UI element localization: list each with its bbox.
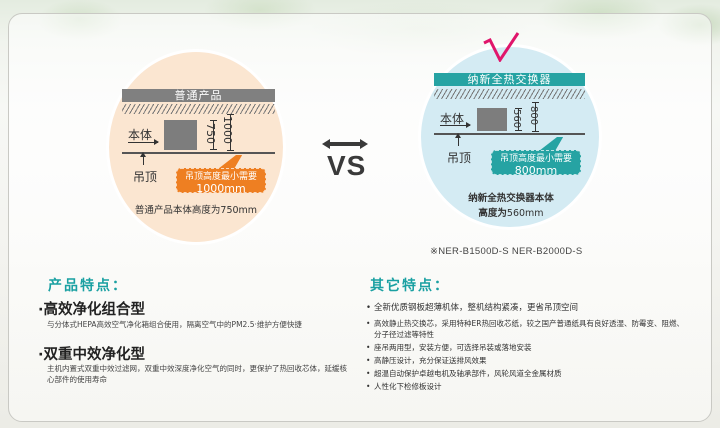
caption-label: 高度为 (478, 208, 507, 219)
list-item: 座吊两用型，安装方便，可选择吊装或落地安装 (366, 342, 686, 354)
unit-body-box (477, 108, 507, 131)
content-panel (8, 13, 712, 422)
heat-exchanger-caption-line1: 纳新全热交换器本体 (468, 193, 554, 204)
ceiling-hatch (122, 104, 275, 114)
ceiling-label: 吊顶 (133, 170, 158, 184)
heat-exchanger-caption-line2: 高度为560mm (455, 205, 567, 219)
callout-text: 吊顶高度最小需要 (499, 154, 572, 164)
body-label: 本体 (128, 128, 153, 142)
caption-value: 560mm (506, 208, 544, 219)
feature-description: 主机内置式双重中效过滤网，双重中效深度净化空气的同时，更保护了热回收芯体，延缓核… (47, 364, 347, 384)
body-height-value: 750 (204, 123, 217, 144)
list-item: 人性化下检修板设计 (366, 381, 686, 393)
other-features-title: 其它特点： (370, 278, 450, 294)
callout-value: 1000mm (196, 182, 246, 195)
body-height-dimension (210, 120, 217, 150)
unit-body-box (164, 120, 197, 150)
standard-product-title: 普通产品 (122, 89, 275, 102)
ceiling-arrow-icon (455, 133, 461, 146)
ceiling-hatch (434, 89, 585, 99)
callout-text: 吊顶高度最小需要 (184, 172, 257, 182)
product-features-title: 产品特点： (48, 278, 128, 294)
ceiling-arrow-icon (140, 152, 146, 165)
list-item: 高效静止热交换芯，采用特种ER热回收芯纸，较之国产普通纸具有良好透湿、防霉变、阻… (366, 318, 686, 341)
list-item: 高静压设计，充分保证送排风效果 (366, 355, 686, 367)
min-ceiling-callout: 吊顶高度最小需要 1000mm (176, 168, 266, 195)
model-note: ※NER-B1500D-S NER-B2000D-S (430, 246, 583, 257)
body-height-dimension (515, 108, 522, 131)
double-arrow-icon (322, 139, 368, 149)
total-height-value: 1000 (221, 116, 234, 144)
ceiling-label: 吊顶 (447, 151, 472, 165)
heat-exchanger-title: 纳新全热交换器 (434, 73, 585, 86)
body-arrow-icon (128, 139, 159, 145)
body-arrow-icon (440, 122, 471, 128)
body-label: 本体 (440, 112, 465, 126)
total-height-dimension (532, 102, 539, 132)
ceiling-line (122, 152, 275, 154)
list-item: 全新优质钢板超薄机体，整机结构紧凑，更省吊顶空间 (366, 303, 686, 315)
body-height-value: 560 (511, 109, 522, 129)
total-height-value: 800 (528, 106, 539, 126)
feature-description: 与分体式HEPA高效空气净化箱组合使用，隔离空气中的PM2.5·维护方便快捷 (47, 320, 302, 329)
callout-value: 800mm (514, 164, 558, 177)
standard-caption: 普通产品本体高度为750mm (134, 205, 258, 216)
ceiling-line (434, 133, 585, 135)
other-features-list: 全新优质钢板超薄机体，整机结构紧凑，更省吊顶空间 高效静止热交换芯，采用特种ER… (366, 303, 686, 394)
feature-heading: ·高效净化组合型 (38, 302, 146, 318)
min-ceiling-callout: 吊顶高度最小需要 800mm (491, 150, 581, 177)
total-height-dimension (227, 114, 234, 151)
vs-label: VS (327, 150, 367, 181)
feature-heading: ·双重中效净化型 (38, 347, 146, 363)
check-mark-icon (483, 32, 520, 62)
list-item: 超温自动保护卓越电机及轴承部件，风轮风道全金属材质 (366, 368, 686, 380)
